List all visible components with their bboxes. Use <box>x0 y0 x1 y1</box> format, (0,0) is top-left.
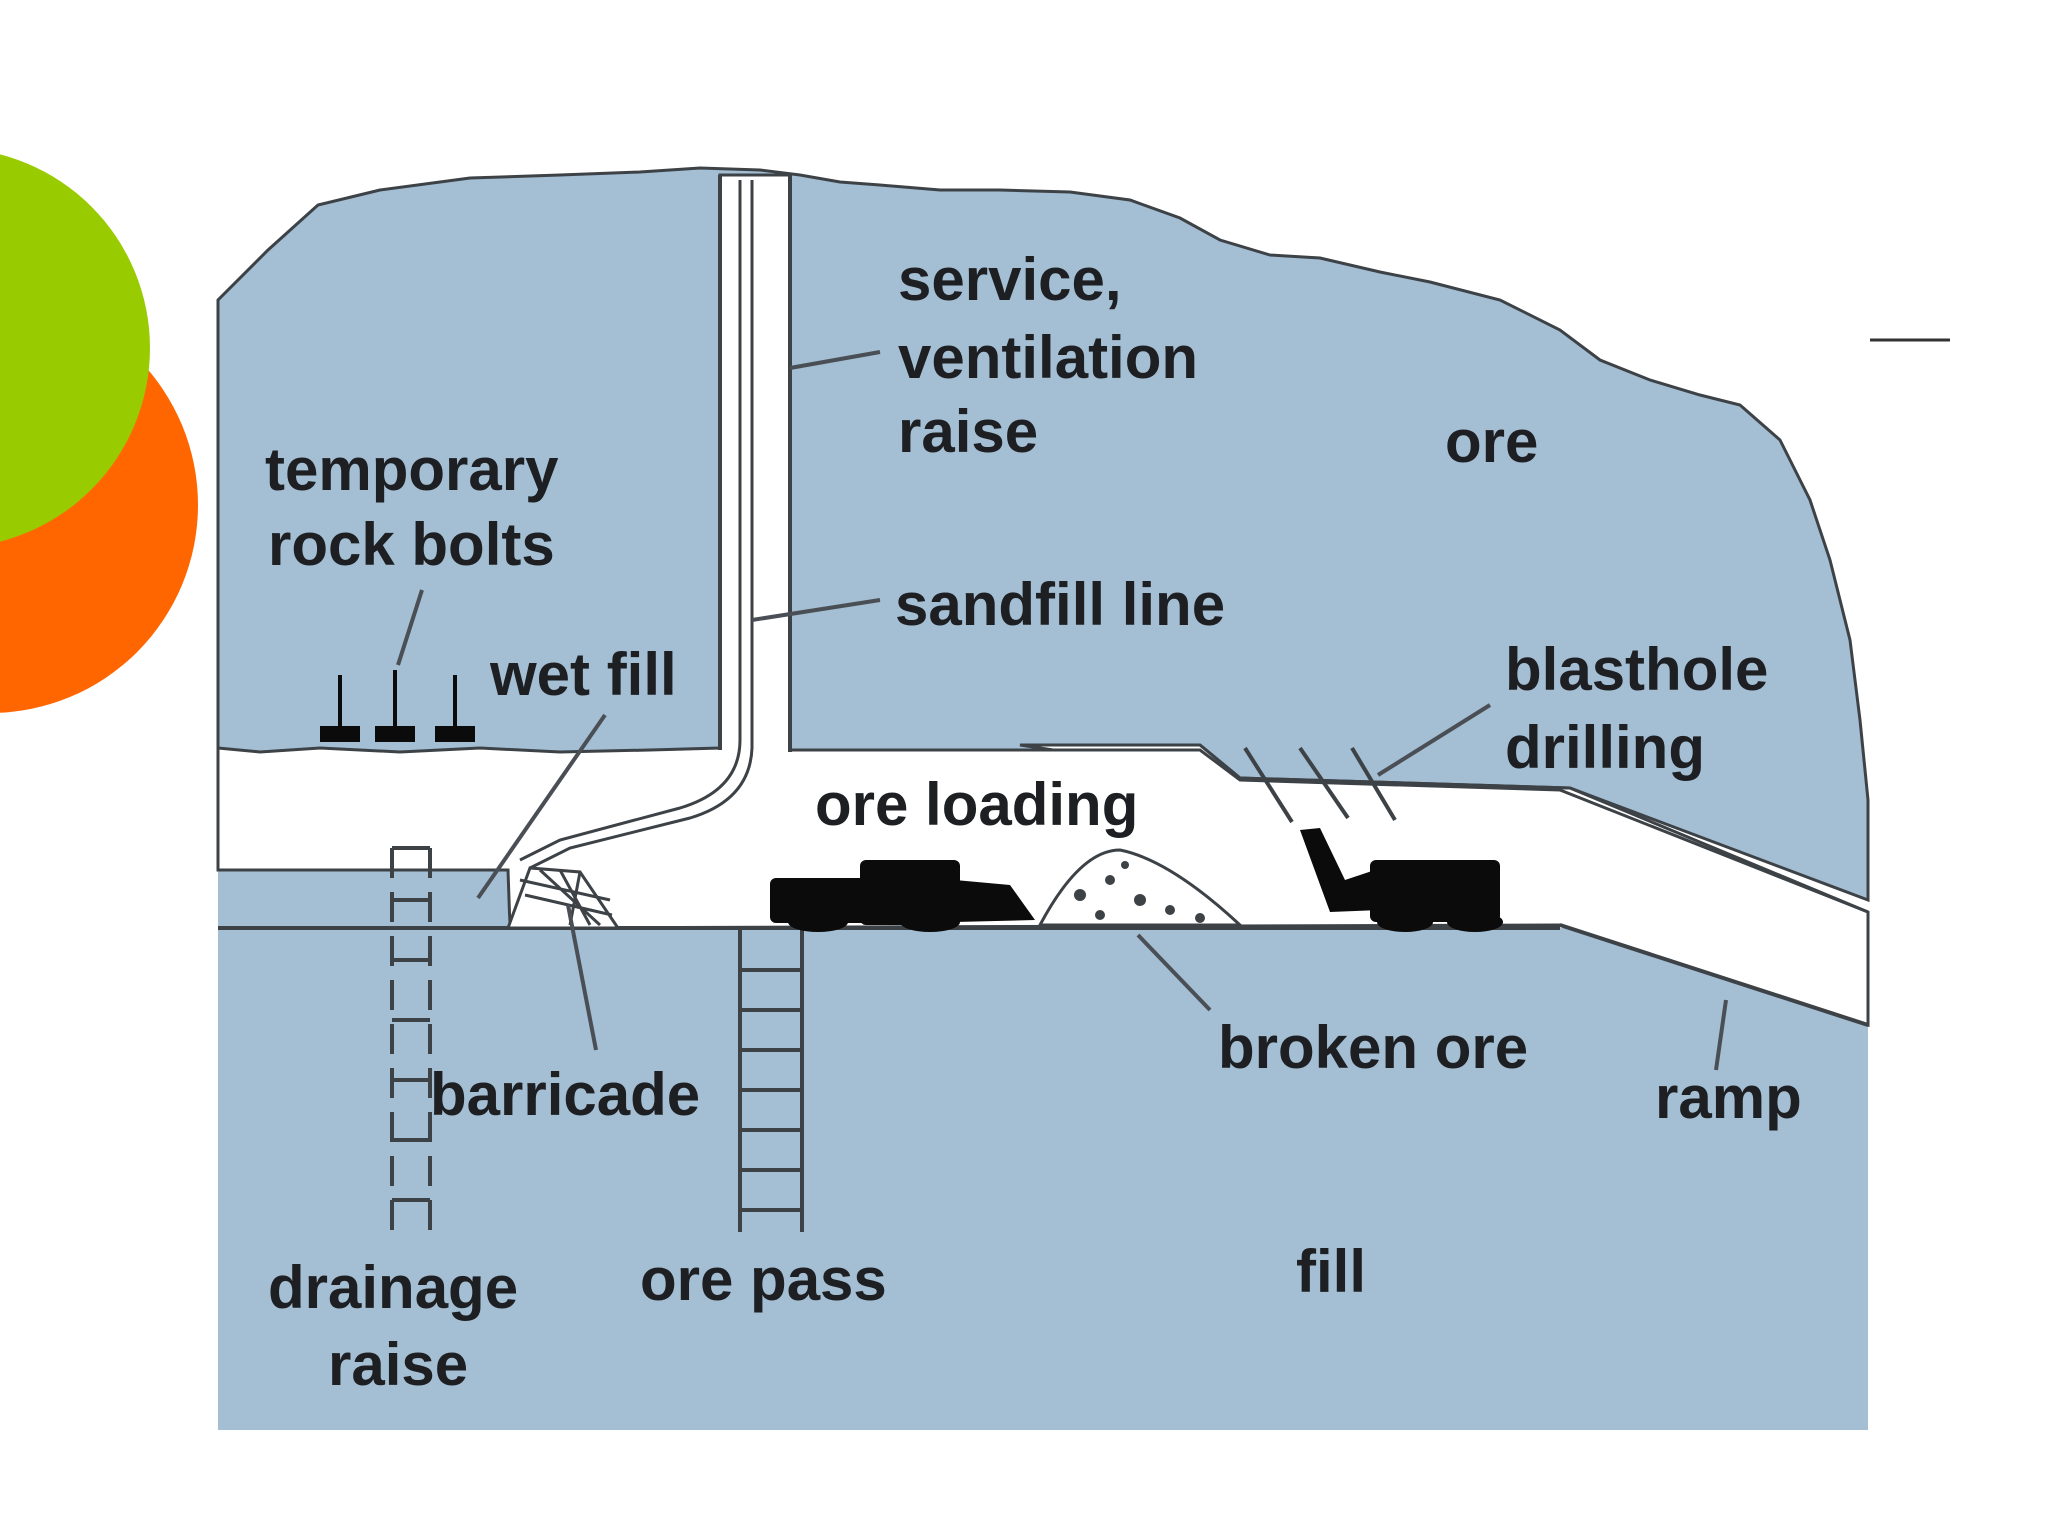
sandfill-line <box>519 180 742 862</box>
deco-circle-green <box>0 154 150 542</box>
label-ore-loading: ore loading <box>815 771 1138 838</box>
label-fill: fill <box>1296 1238 1366 1305</box>
label-rock-bolts-1: temporary <box>265 436 559 503</box>
leader-barricade <box>566 904 598 1051</box>
label-service-raise-1: service, <box>898 246 1122 313</box>
slide-decoration <box>0 154 198 713</box>
leader-broken-ore <box>1136 933 1212 1012</box>
leader-wet-fill <box>476 713 607 900</box>
label-rock-bolts-2: rock bolts <box>268 511 555 578</box>
label-ramp: ramp <box>1655 1064 1802 1131</box>
broken-ore-pile <box>1037 848 1244 927</box>
leader-blasthole <box>1376 703 1492 777</box>
leader-sandfill-line <box>751 598 881 622</box>
blastholes <box>1243 746 1397 824</box>
label-ore: ore <box>1445 408 1538 475</box>
ramp-roof <box>1199 743 1869 914</box>
rock-bolt-icon <box>320 670 475 742</box>
label-sandfill-line: sandfill line <box>895 571 1225 638</box>
fill-body <box>218 928 1868 1430</box>
label-broken-ore: broken ore <box>1218 1014 1528 1081</box>
label-barricade: barricade <box>430 1061 700 1128</box>
label-drainage-raise-2: raise <box>328 1331 468 1398</box>
label-drainage-raise-1: drainage <box>268 1254 518 1321</box>
leader-rock-bolts <box>396 589 424 666</box>
leader-service-raise <box>789 350 881 370</box>
lhd-loader-icon <box>770 860 1035 932</box>
ore-body <box>216 166 1870 903</box>
label-blasthole-1: blasthole <box>1505 636 1768 703</box>
ore-pass-ladder <box>738 928 804 1232</box>
label-wet-fill: wet fill <box>489 641 677 708</box>
drill-jumbo-icon <box>1300 828 1503 932</box>
label-blasthole-2: drilling <box>1505 714 1705 781</box>
leader-ramp <box>1714 999 1728 1071</box>
label-service-raise-3: raise <box>898 398 1038 465</box>
wet-fill-layer <box>218 870 508 928</box>
label-ore-pass: ore pass <box>640 1246 887 1313</box>
label-service-raise-2: ventilation <box>898 324 1198 391</box>
sandfill-line-inner <box>529 180 754 870</box>
drainage-raise-ladder <box>390 846 432 1230</box>
ramp-floor <box>1559 923 1869 1027</box>
